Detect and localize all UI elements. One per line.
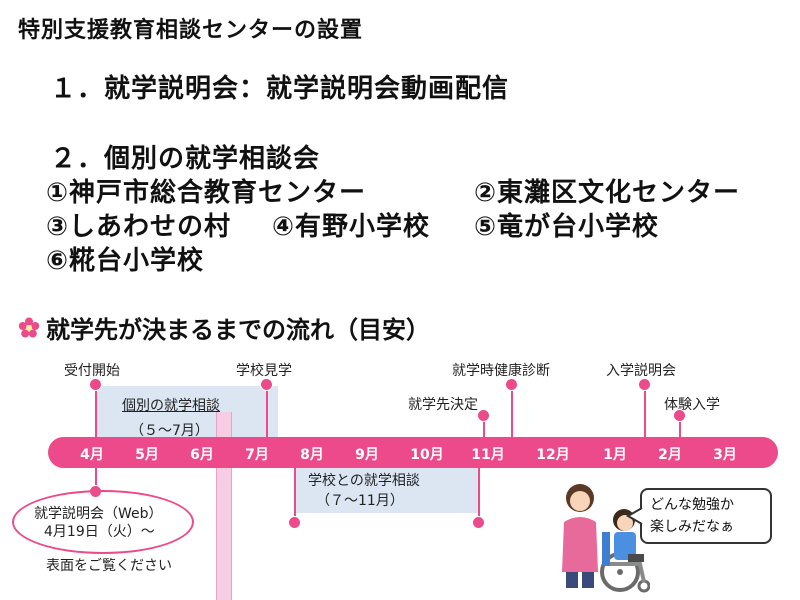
web-briefing-line1: 就学説明会（Web） [34,506,163,522]
individual-consult-period: （５～7月） [130,423,209,439]
month-label: 1月 [603,447,627,463]
event-entrance-briefing-dot [638,378,651,391]
month-label: 11月 [471,447,505,463]
school-consult-start-dot [288,516,301,529]
venue-2: ②東灘区文化センター [474,178,741,208]
month-label: 5月 [135,447,159,463]
event-decision-label: 就学先決定 [408,397,478,413]
timeline-heading-text: 就学先が決まるまでの流れ（目安） [46,316,430,344]
event-trial-entry-dot [673,409,686,422]
month-label: 6月 [190,447,214,463]
event-school-visit-label: 学校見学 [236,363,292,379]
timeline-heading: 就学先が決まるまでの流れ（目安） [18,310,430,345]
month-label: 2月 [658,447,682,463]
event-health-check-label: 就学時健康診断 [452,363,550,379]
month-label: 9月 [355,447,379,463]
individual-consult-region [96,386,278,438]
month-label: 4月 [80,447,104,463]
event-health-check-line [511,383,513,438]
speech-bubble: どんな勉強か 楽しみだなぁ [640,488,772,544]
web-briefing-line2: 4月19日（火）～ [44,524,155,540]
flower-icon [18,317,40,337]
school-consult-end-line [478,468,480,522]
event-school-visit-line [266,383,268,438]
event-reception-dot [89,378,102,391]
event-entrance-briefing-line [644,383,646,438]
school-consult-period: （７～11月） [316,493,404,509]
speech-line2: 楽しみだなぁ [650,519,734,535]
venue-5: ⑤竜が台小学校 [474,212,660,242]
venue-3: ③しあわせの村 [46,212,232,242]
month-label: 12月 [536,447,570,463]
month-label: 3月 [713,447,737,463]
month-label: 7月 [245,447,269,463]
item-briefing: １．就学説明会：就学説明会動画配信 [50,74,510,104]
event-decision-line [483,414,485,438]
slide-title: 特別支援教育相談センターの設置 [18,18,364,43]
timeline-bar [48,437,778,468]
venue-1: ①神戸市総合教育センター [46,178,367,208]
school-consult-region [295,467,478,513]
venue-6: ⑥糀台小学校 [46,246,205,276]
event-reception-label: 受付開始 [64,363,120,379]
event-entrance-briefing-label: 入学説明会 [606,363,676,379]
event-school-visit-dot [260,378,273,391]
school-consult-end-dot [472,516,485,529]
wheelchair-illustration [562,484,650,593]
month-label: 8月 [300,447,324,463]
event-health-check-dot [505,378,518,391]
event-reception-line [95,383,97,438]
school-consult-label: 学校との就学相談 [308,473,420,489]
see-back-note: 表面をご覧ください [46,558,172,574]
speech-bubble-tail [626,507,643,525]
event-decision-dot [477,409,490,422]
item-individual-consult: ２．個別の就学相談会 [50,144,321,174]
event-trial-entry-label: 体験入学 [664,397,720,413]
venue-4: ④有野小学校 [272,212,431,242]
web-briefing-ellipse [12,490,194,554]
month-label: 10月 [410,447,444,463]
school-consult-start-line [294,468,296,522]
event-trial-entry-line [679,414,681,438]
web-briefing-line [95,468,97,492]
individual-consult-label: 個別の就学相談 [122,398,220,414]
speech-line1: どんな勉強か [650,497,734,513]
